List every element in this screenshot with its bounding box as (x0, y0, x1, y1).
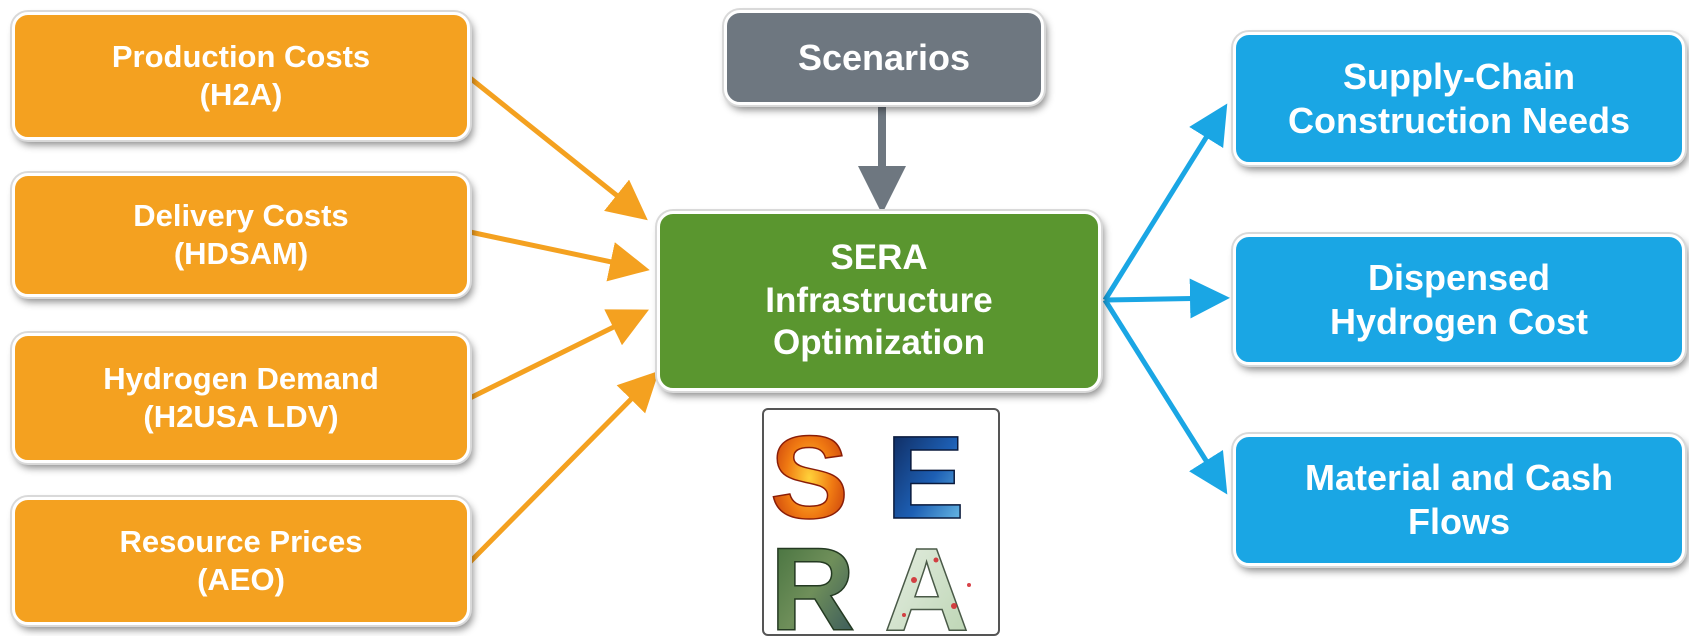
input-production-costs: Production Costs (H2A) (12, 12, 470, 140)
core-line-1: SERA (830, 237, 928, 277)
output-material-cash-flows-line-1: Material and Cash (1304, 457, 1614, 499)
output-supply-chain: Supply-Chain Construction Needs (1233, 32, 1685, 165)
arrow-sera-to-dispensed (1104, 278, 1230, 319)
sera-optimization-box: SERA Infrastructure Optimization (657, 211, 1101, 391)
arrow-resource-to-sera (468, 370, 660, 564)
output-supply-chain-line-1: Supply-Chain (1343, 55, 1575, 97)
input-resource-prices: Resource Prices (AEO) (12, 497, 470, 625)
input-production-costs-title: Production Costs (111, 39, 371, 75)
input-resource-prices-title: Resource Prices (119, 524, 363, 560)
input-delivery-costs-source: (HDSAM) (173, 236, 309, 271)
output-dispensed-cost: Dispensed Hydrogen Cost (1233, 234, 1685, 365)
logo-letter-e: E (886, 412, 965, 544)
arrow-sera-to-material (1102, 298, 1228, 495)
input-resource-prices-source: (AEO) (197, 562, 285, 597)
arrow-delivery-to-sera (469, 229, 650, 282)
output-dispensed-cost-line-2: Hydrogen Cost (1329, 300, 1588, 342)
input-hydrogen-demand-title: Hydrogen Demand (103, 361, 379, 397)
logo-letter-a: A (884, 524, 969, 634)
input-production-costs-source: (H2A) (199, 77, 283, 112)
scenarios-label: Scenarios (797, 36, 971, 78)
sera-logo: S E R A (762, 408, 1000, 636)
arrow-production-to-sera (468, 76, 648, 221)
output-supply-chain-line-2: Construction Needs (1287, 99, 1631, 141)
arrow-sera-to-supply-chain (1102, 103, 1228, 302)
output-material-cash-flows: Material and Cash Flows (1233, 434, 1685, 566)
core-line-3: Optimization (773, 323, 985, 363)
input-hydrogen-demand-source: (H2USA LDV) (143, 399, 339, 434)
core-line-2: Infrastructure (765, 280, 993, 320)
input-hydrogen-demand: Hydrogen Demand (H2USA LDV) (12, 333, 470, 463)
logo-letter-s: S (770, 412, 849, 544)
input-delivery-costs: Delivery Costs (HDSAM) (12, 173, 470, 297)
output-dispensed-cost-line-1: Dispensed (1367, 256, 1551, 298)
logo-letter-r: R (770, 524, 855, 634)
output-material-cash-flows-line-2: Flows (1407, 501, 1510, 542)
input-delivery-costs-title: Delivery Costs (133, 198, 349, 234)
arrow-demand-to-sera (468, 309, 649, 401)
scenarios-box: Scenarios (724, 10, 1044, 105)
